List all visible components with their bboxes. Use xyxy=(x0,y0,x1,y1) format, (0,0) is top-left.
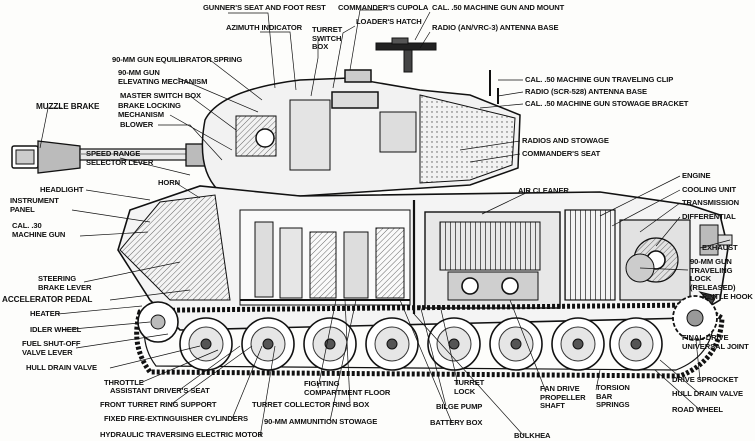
label-fuel-shutoff: FUEL SHUT-OFF VALVE LEVER xyxy=(22,339,81,357)
label-mg-stowage-bracket: CAL. .50 MACHINE GUN STOWAGE BRACKET xyxy=(525,99,689,108)
label-brake-locking: BRAKE LOCKING MECHANISM xyxy=(118,101,181,119)
label-cooling-unit: COOLING UNIT xyxy=(682,185,737,194)
label-commanders-cupola: COMMANDER'S CUPOLA xyxy=(338,3,429,12)
label-differential: DIFFERENTIAL xyxy=(682,212,736,221)
label-ammo-stowage: 90-MM AMMUNITION STOWAGE xyxy=(264,417,378,426)
label-radio-scr528: RADIO (SCR-528) ANTENNA BASE xyxy=(525,87,647,96)
label-gun-traveling-lock: 90-MM GUN TRAVELING LOCK (RELEASED) xyxy=(690,257,736,292)
label-speed-range: SPEED RANGE SELECTOR LEVER xyxy=(86,149,154,167)
label-final-drive: FINAL DRIVE UNIVERSAL JOINT xyxy=(682,333,749,351)
label-turret-lock: TURRET LOCK xyxy=(454,378,485,396)
label-cal50-mg-mount: CAL. .50 MACHINE GUN AND MOUNT xyxy=(432,3,565,12)
label-drive-sprocket: DRIVE SPROCKET xyxy=(672,375,739,384)
label-master-switch-box: MASTER SWITCH BOX xyxy=(120,91,201,100)
label-fan-drive: FAN DRIVE PROPELLER SHAFT xyxy=(540,384,586,411)
label-mg-traveling-clip: CAL. .50 MACHINE GUN TRAVELING CLIP xyxy=(525,75,674,84)
road-wheel-hub xyxy=(200,338,212,350)
label-elevating-mechanism: 90-MM GUN ELEVATING MECHANISM xyxy=(118,68,208,86)
label-radio-antenna-base: RADIO (AN/VRC-3) ANTENNA BASE xyxy=(432,23,559,32)
label-bilge-pump: BILGE PUMP xyxy=(436,402,483,411)
label-fire-extinguisher: FIXED FIRE-EXTINGUISHER CYLINDERS xyxy=(104,414,248,423)
label-commanders-seat: COMMANDER'S SEAT xyxy=(522,149,601,158)
label-radios-stowage: RADIOS AND STOWAGE xyxy=(522,136,609,145)
label-throttle: THROTTLE xyxy=(104,378,144,387)
label-bulkhead: BULKHEA xyxy=(514,431,551,440)
label-assistant-drivers-seat: ASSISTANT DRIVER'S SEAT xyxy=(110,386,210,395)
label-turret-switch-box: TURRET SWITCH BOX xyxy=(312,25,343,52)
running-gear xyxy=(134,295,725,379)
road-wheels xyxy=(179,317,663,371)
road-wheel-hub xyxy=(572,338,584,350)
label-horn: HORN xyxy=(158,178,180,187)
label-azimuth-indicator: AZIMUTH INDICATOR xyxy=(226,23,303,32)
label-hull-drain-valve-front: HULL DRAIN VALVE xyxy=(26,363,97,372)
label-hull-drain-valve-rear: HULL DRAIN VALVE xyxy=(672,389,743,398)
label-instrument-panel: INSTRUMENT PANEL xyxy=(10,196,59,214)
label-battery-box: BATTERY BOX xyxy=(430,418,483,427)
label-exhaust: EXHAUST xyxy=(702,243,738,252)
label-steering-brake: STEERING BRAKE LEVER xyxy=(38,274,92,292)
label-hydraulic-motor: HYDRAULIC TRAVERSING ELECTRIC MOTOR xyxy=(100,430,263,439)
label-turret-collector: TURRET COLLECTOR RING BOX xyxy=(252,400,370,409)
label-headlight: HEADLIGHT xyxy=(40,185,84,194)
leader-lines xyxy=(39,9,731,438)
road-wheel-hub xyxy=(448,338,460,350)
label-blower: BLOWER xyxy=(120,120,154,129)
road-wheel-hub xyxy=(262,338,274,350)
road-wheel-hub xyxy=(510,338,522,350)
road-wheel-hub xyxy=(630,338,642,350)
label-equilibrator-spring: 90-MM GUN EQUILIBRATOR SPRING xyxy=(112,55,243,64)
label-cal30-mg: CAL. .30 MACHINE GUN xyxy=(12,221,66,239)
label-engine: ENGINE xyxy=(682,171,711,180)
label-torsion-bar: TORSION BAR SPRINGS xyxy=(596,383,630,410)
label-transmission: TRANSMISSION xyxy=(682,198,740,207)
label-accelerator-pedal: ACCELERATOR PEDAL xyxy=(2,295,93,304)
label-road-wheel: ROAD WHEEL xyxy=(672,405,723,414)
road-wheel-hub xyxy=(386,338,398,350)
label-gunners-seat: GUNNER'S SEAT AND FOOT REST xyxy=(203,3,326,12)
label-fighting-floor: FIGHTING COMPARTMENT FLOOR xyxy=(304,379,391,397)
label-front-turret-ring: FRONT TURRET RING SUPPORT xyxy=(100,400,217,409)
label-air-cleaner: AIR CLEANER xyxy=(518,186,569,195)
label-loaders-hatch: LOADER'S HATCH xyxy=(356,17,422,26)
label-idler-wheel: IDLER WHEEL xyxy=(30,325,82,334)
label-muzzle-brake: MUZZLE BRAKE xyxy=(36,102,100,111)
turret xyxy=(201,69,521,197)
label-pintle-hook: PINTLE HOOK xyxy=(702,292,753,301)
label-heater: HEATER xyxy=(30,309,61,318)
hull xyxy=(117,185,729,331)
cal50-machine-gun xyxy=(375,37,499,104)
